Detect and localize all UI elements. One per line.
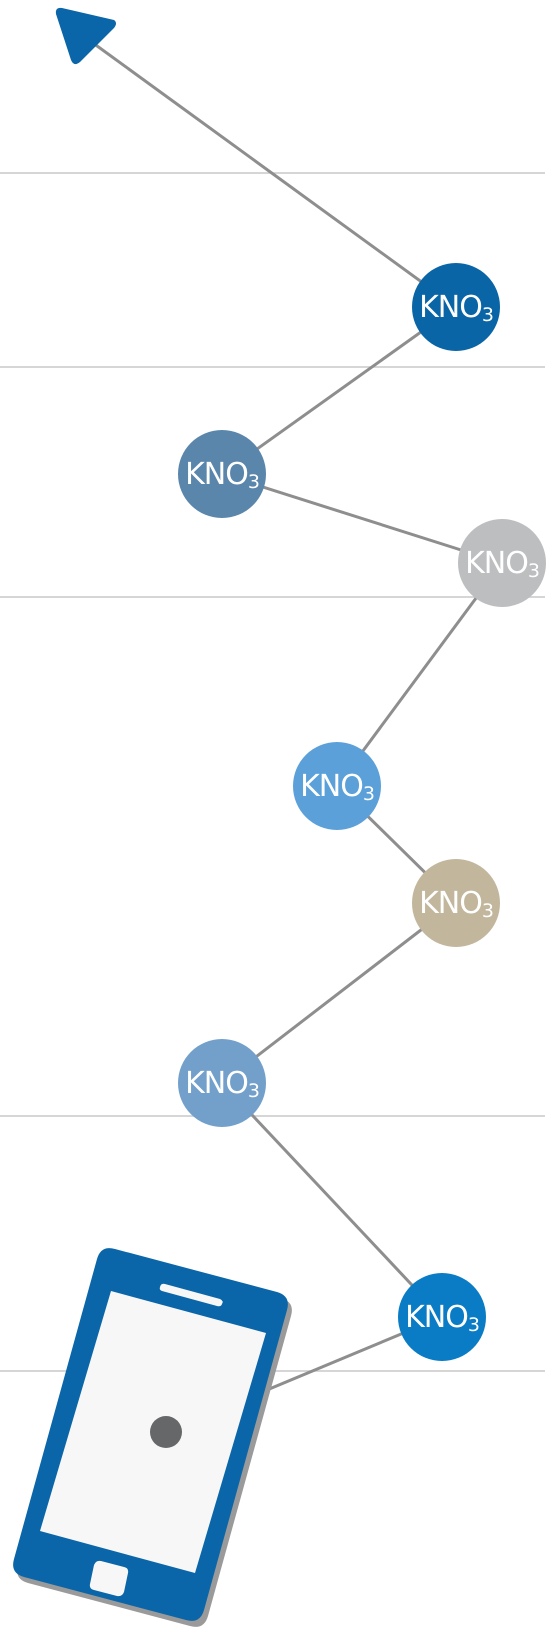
kno3-node: KNO3 (412, 859, 500, 947)
kno3-node: KNO3 (293, 742, 381, 830)
node-subscript: 3 (468, 1314, 479, 1336)
node-circle (178, 430, 266, 518)
kno3-node: KNO3 (398, 1273, 486, 1361)
node-circle (412, 263, 500, 351)
node-subscript: 3 (482, 900, 493, 922)
node-label: KNO3 (185, 457, 259, 494)
node-formula: KNO (419, 886, 482, 921)
connector-node-1-to-node-2 (221, 305, 457, 476)
connector-node-5-to-node-6 (221, 901, 457, 1085)
kno3-node: KNO3 (458, 519, 546, 607)
node-formula: KNO (405, 1300, 468, 1335)
node-circle (458, 519, 546, 607)
node-subscript: 3 (363, 783, 374, 805)
node-circle (412, 859, 500, 947)
phone-home-button (89, 1560, 129, 1597)
node-formula: KNO (465, 546, 528, 581)
node-label: KNO3 (405, 1300, 479, 1337)
node-subscript: 3 (528, 560, 539, 582)
arrow-up-left-icon (55, 7, 116, 65)
connector-node-3-to-node-4 (335, 562, 504, 787)
node-label: KNO3 (300, 769, 374, 806)
connector-arrow-to-node-1 (92, 41, 457, 309)
phone-speaker (159, 1283, 223, 1307)
guide-lines (0, 172, 545, 1372)
connector-node-6-to-node-7 (220, 1081, 444, 1319)
node-label: KNO3 (465, 546, 539, 583)
connector-node-2-to-node-3 (221, 472, 503, 565)
node-label: KNO3 (419, 886, 493, 923)
node-circle (398, 1273, 486, 1361)
smartphone-icon (13, 1248, 292, 1627)
node-formula: KNO (185, 1066, 248, 1101)
node-circle (178, 1039, 266, 1127)
nodes: KNO3 KNO3 KNO3 KNO3 KNO3 KNO3 KNO3 (178, 263, 546, 1361)
node-circle (293, 742, 381, 830)
node-subscript: 3 (482, 304, 493, 326)
connectors (92, 41, 504, 1434)
kno3-node: KNO3 (412, 263, 500, 351)
node-subscript: 3 (248, 1080, 259, 1102)
kno3-node: KNO3 (178, 1039, 266, 1127)
node-label: KNO3 (419, 290, 493, 327)
node-subscript: 3 (248, 471, 259, 493)
node-label: KNO3 (185, 1066, 259, 1103)
node-formula: KNO (185, 457, 248, 492)
node-formula: KNO (419, 290, 482, 325)
node-formula: KNO (300, 769, 363, 804)
phone-screen-dot (150, 1416, 182, 1448)
kno3-node: KNO3 (178, 430, 266, 518)
